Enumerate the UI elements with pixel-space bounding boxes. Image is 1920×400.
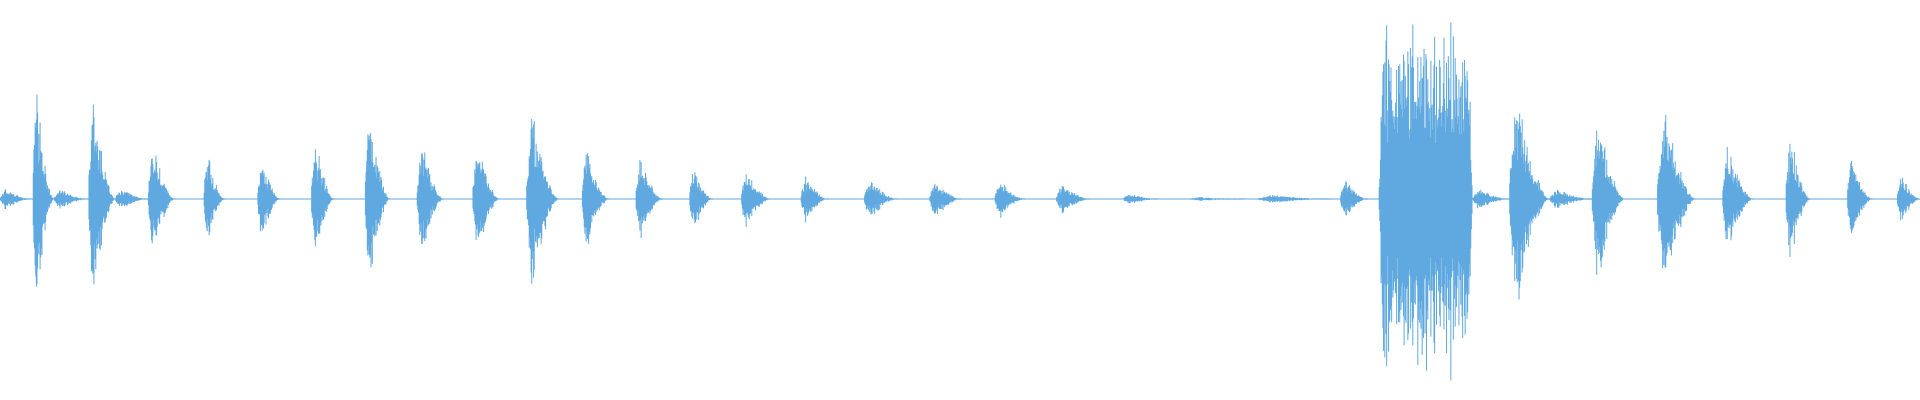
waveform-burst-path (203, 159, 226, 236)
waveform-burst (1846, 160, 1873, 233)
waveform-burst (32, 94, 55, 287)
waveform-burst-path (1656, 114, 1696, 269)
waveform-burst-path (688, 172, 713, 224)
waveform-burst-path (1548, 189, 1593, 208)
waveform-burst (525, 119, 560, 284)
waveform-burst-path (1785, 143, 1812, 258)
waveform-burst-path (635, 160, 663, 239)
waveform-burst (688, 172, 713, 224)
waveform-burst (256, 169, 281, 232)
waveform-burst-path (1189, 197, 1245, 201)
waveform-burst (1257, 194, 1333, 203)
waveform-burst-path (740, 174, 771, 227)
waveform-burst (1656, 114, 1696, 269)
waveform-burst-path (1846, 160, 1873, 233)
waveform-burst (1591, 130, 1625, 275)
waveform-burst-path (1591, 130, 1625, 275)
waveform-burst-path (87, 104, 116, 285)
waveform-burst (1122, 194, 1159, 204)
waveform-burst-path (1257, 194, 1333, 203)
waveform-burst (53, 190, 89, 209)
waveform-burst (310, 149, 335, 247)
waveform-burst (863, 182, 898, 215)
waveform-burst (1472, 189, 1510, 209)
waveform-burst-path (114, 191, 149, 207)
waveform-burst-path (800, 176, 829, 223)
waveform-burst-path (310, 149, 335, 247)
waveform-burst (800, 176, 829, 223)
waveform-burst (1721, 146, 1754, 241)
waveform-burst-path (0, 189, 32, 210)
waveform-burst-path (53, 190, 89, 209)
waveform-burst-path (1896, 177, 1920, 221)
waveform-burst-path (416, 152, 445, 244)
waveform-burst-path (471, 160, 500, 240)
waveform-burst-path (1508, 113, 1550, 300)
waveform-burst-path (32, 94, 55, 287)
waveform-burst-path (364, 132, 391, 268)
waveform-burst (635, 160, 663, 239)
waveform-burst (1548, 189, 1593, 208)
waveform-burst-path (1378, 22, 1474, 381)
waveform-burst-path (928, 183, 961, 215)
waveform-burst-path (581, 153, 610, 244)
waveform-bursts (0, 22, 1920, 381)
waveform-burst (1508, 113, 1550, 300)
waveform-burst (471, 160, 500, 240)
waveform-burst (0, 189, 32, 210)
waveform-burst-path (256, 169, 281, 232)
waveform-burst (114, 191, 149, 207)
waveform-burst (1896, 177, 1920, 221)
waveform-burst-path (525, 119, 560, 284)
waveform-burst (928, 183, 961, 215)
waveform-burst (1055, 185, 1092, 214)
waveform-burst-path (994, 184, 1026, 218)
waveform-burst-path (1122, 194, 1159, 204)
waveform-burst-path (1472, 189, 1510, 209)
waveform-burst (147, 155, 176, 244)
waveform-burst (416, 152, 445, 244)
waveform-burst (87, 104, 116, 285)
waveform-burst (1378, 22, 1474, 381)
waveform-burst-path (1721, 146, 1754, 241)
waveform-burst (994, 184, 1026, 218)
waveform-burst (1339, 181, 1368, 216)
waveform-burst (1189, 197, 1245, 201)
waveform-burst-path (1339, 181, 1368, 216)
waveform-burst (364, 132, 391, 268)
waveform-burst (740, 174, 771, 227)
waveform-burst (203, 159, 226, 236)
waveform-burst-path (863, 182, 898, 215)
waveform-burst-path (1055, 185, 1092, 214)
waveform-burst-path (147, 155, 176, 244)
waveform-burst (1785, 143, 1812, 258)
waveform-burst (581, 153, 610, 244)
